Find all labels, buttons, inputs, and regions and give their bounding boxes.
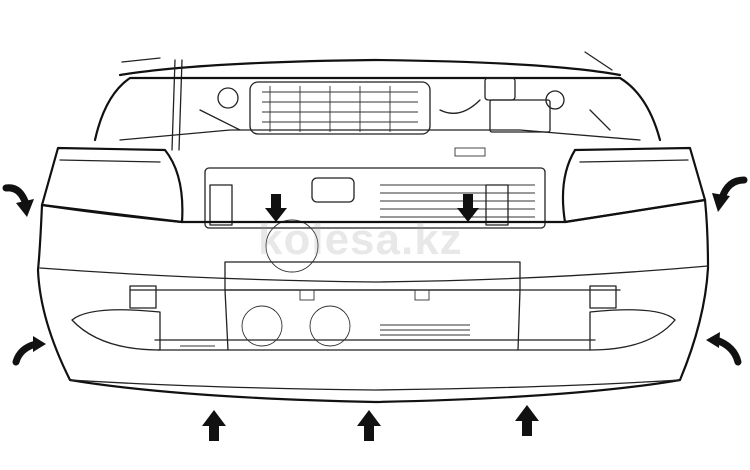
watermark-text: kolesa.kz [258,215,463,264]
arrow-up-bottom-right [515,405,539,436]
arrow-curved-lower-left [12,336,46,366]
headlight-left [40,146,184,224]
arrow-curved-upper-right [712,176,748,212]
radiator-area [204,167,546,273]
arrow-up-bottom-left [202,410,226,441]
arrow-up-bottom-center [357,410,381,441]
front-bumper [36,198,710,404]
engine-bay [93,76,662,157]
arrow-curved-lower-right [706,332,742,366]
arrow-curved-upper-left [2,184,34,217]
hood [118,51,622,151]
